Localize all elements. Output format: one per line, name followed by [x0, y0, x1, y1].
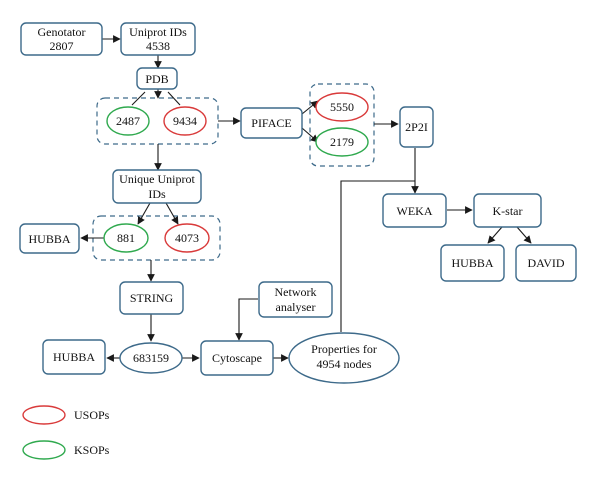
node-properties: Properties for 4954 nodes — [288, 332, 400, 384]
edge-properties-weka — [340, 180, 415, 332]
svg-text:DAVID: DAVID — [527, 256, 564, 270]
edges — [80, 35, 532, 362]
pdb-split-group — [96, 97, 219, 145]
svg-text:K-star: K-star — [493, 204, 523, 218]
legend-usops-swatch — [22, 405, 66, 425]
svg-text:USOPs: USOPs — [74, 408, 110, 422]
svg-text:HUBBA: HUBBA — [451, 256, 493, 270]
piface-split-group — [309, 83, 375, 167]
svg-text:2807: 2807 — [50, 39, 74, 53]
legend-usops: USOPs — [22, 405, 110, 425]
edge-unique-881 — [137, 202, 151, 225]
node-k-star: K-star — [473, 193, 542, 228]
svg-text:HUBBA: HUBBA — [53, 350, 95, 364]
node-2487-ksop: 2487 — [106, 106, 150, 136]
node-4073-usop: 4073 — [164, 223, 210, 253]
legend-ksops-swatch — [22, 440, 66, 460]
node-unique-uniprot-ids: Unique Uniprot IDs — [112, 169, 202, 204]
edge-kstar-hubba — [487, 226, 503, 244]
node-pdb: PDB — [136, 67, 178, 90]
svg-text:Cytoscape: Cytoscape — [212, 351, 262, 365]
svg-text:9434: 9434 — [173, 114, 197, 128]
node-piface: PIFACE — [240, 107, 303, 139]
node-cytoscape: Cytoscape — [200, 340, 274, 376]
edge-pdb-9434 — [167, 91, 181, 106]
node-683159: 683159 — [119, 342, 183, 374]
svg-text:Properties for: Properties for — [311, 342, 377, 356]
node-5550-usop: 5550 — [315, 92, 369, 122]
edge-pdb-2487 — [131, 91, 146, 106]
svg-text:PDB: PDB — [145, 72, 168, 86]
legend: USOPs KSOPs — [22, 405, 110, 460]
edge-network-cytoscape — [235, 298, 258, 341]
svg-text:HUBBA: HUBBA — [28, 232, 70, 246]
svg-text:Uniprot IDs: Uniprot IDs — [129, 25, 187, 39]
node-2179-ksop: 2179 — [315, 127, 369, 157]
svg-text:2179: 2179 — [330, 135, 354, 149]
legend-ksops: KSOPs — [22, 440, 110, 460]
node-2p2i: 2P2I — [399, 106, 434, 148]
edge-piface-2179 — [301, 127, 319, 143]
node-weka: WEKA — [382, 193, 447, 228]
svg-text:IDs: IDs — [148, 187, 166, 201]
svg-text:2487: 2487 — [116, 114, 140, 128]
svg-text:analyser: analyser — [276, 300, 316, 314]
svg-text:KSOPs: KSOPs — [74, 443, 110, 457]
node-881-ksop: 881 — [103, 223, 149, 253]
svg-text:4538: 4538 — [146, 39, 170, 53]
node-string: STRING — [119, 281, 184, 315]
svg-text:Unique Uniprot: Unique Uniprot — [119, 172, 195, 186]
svg-text:WEKA: WEKA — [397, 204, 433, 218]
svg-text:5550: 5550 — [330, 100, 354, 114]
svg-text:4073: 4073 — [175, 231, 199, 245]
edge-unique-4073 — [165, 202, 179, 225]
node-hubba-right: HUBBA — [440, 244, 505, 282]
svg-text:Genotator: Genotator — [38, 25, 86, 39]
node-9434-usop: 9434 — [163, 106, 207, 136]
edge-kstar-david — [516, 226, 532, 244]
svg-text:881: 881 — [117, 231, 135, 245]
node-network-analyser: Network analyser — [258, 281, 333, 318]
svg-text:Network: Network — [275, 285, 317, 299]
node-uniprot-ids: Uniprot IDs 4538 — [120, 22, 196, 56]
svg-text:683159: 683159 — [133, 351, 169, 365]
svg-text:STRING: STRING — [130, 291, 174, 305]
svg-text:PIFACE: PIFACE — [251, 116, 291, 130]
edge-piface-5550 — [301, 100, 319, 115]
node-genotator: Genotator 2807 — [20, 22, 103, 56]
node-david: DAVID — [515, 244, 577, 282]
svg-text:2P2I: 2P2I — [405, 120, 428, 134]
node-hubba-bottom: HUBBA — [42, 339, 106, 375]
svg-text:4954 nodes: 4954 nodes — [317, 357, 372, 371]
node-hubba-left: HUBBA — [19, 223, 80, 254]
